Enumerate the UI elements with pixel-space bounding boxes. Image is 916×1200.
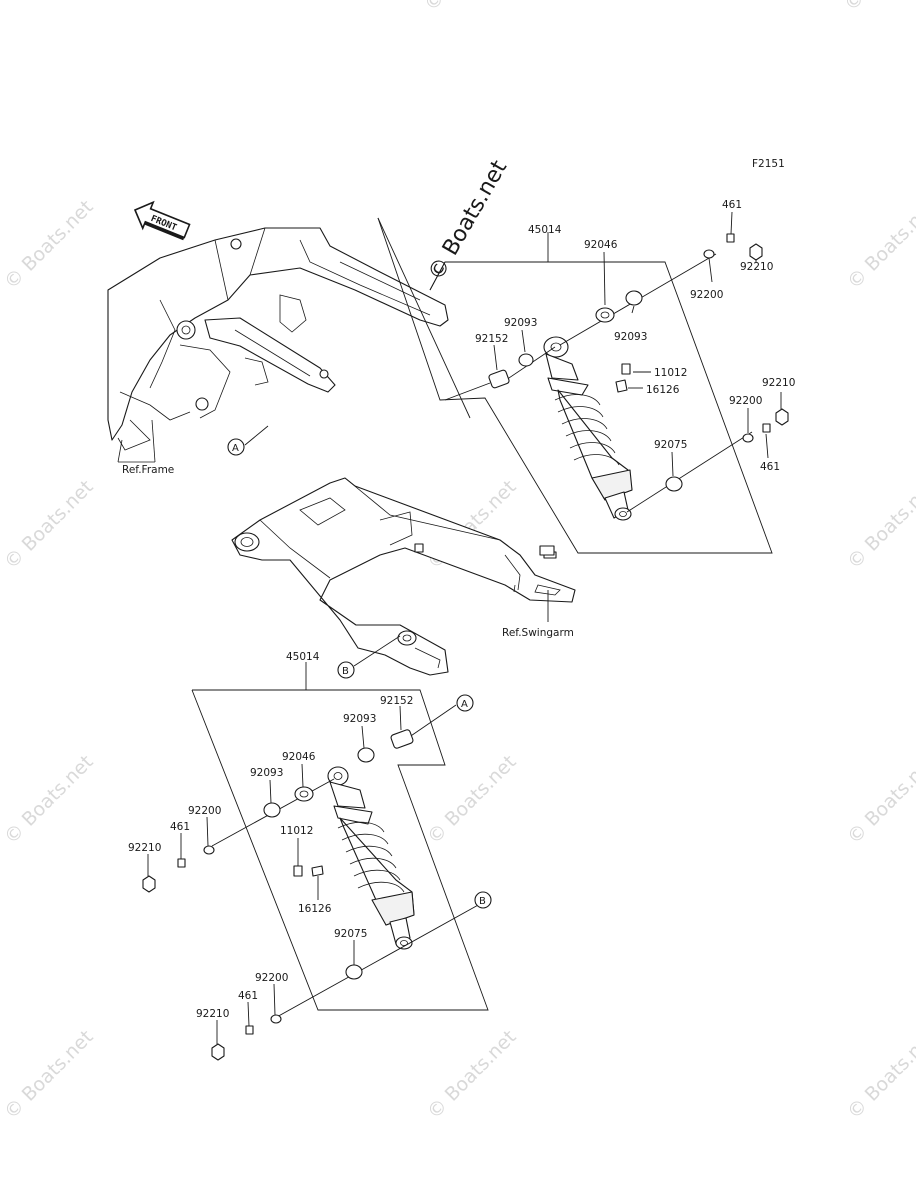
watermark-text: © Boats.net <box>423 1026 521 1124</box>
lower-collar-long-label: 92152 <box>380 695 413 707</box>
lower-callout-b-label: B <box>479 896 486 907</box>
upper-washer-bottom-label: 92200 <box>729 395 762 407</box>
lower-washer-top-label: 92200 <box>188 805 221 817</box>
watermark-text: © Boats.net <box>843 196 916 294</box>
watermark-text: © Boats.net <box>0 196 98 294</box>
watermark-main: © Boats.net <box>424 156 513 285</box>
upper-washer-bottom-part <box>742 433 754 443</box>
upper-collar-left-label: 92093 <box>504 317 537 329</box>
upper-nut-top-part <box>749 243 763 261</box>
swingarm-drawing <box>231 477 576 676</box>
upper-grease-nipple-label: 11012 <box>654 367 687 379</box>
watermark-text: © Boats.net <box>0 751 98 849</box>
lower-nut-small-bottom-part <box>245 1025 254 1035</box>
upper-shock-label: 45014 <box>528 224 562 236</box>
diagram-code: F2151 <box>752 158 785 170</box>
upper-collar-left-part <box>518 353 534 367</box>
upper-cap-label: 16126 <box>646 384 680 396</box>
lower-bushing-bottom-label: 92075 <box>334 928 367 940</box>
lower-collar-left-label: 92093 <box>250 767 283 779</box>
upper-bushing-part <box>595 307 615 323</box>
lower-nut-small-top-label: 461 <box>170 821 190 833</box>
watermark-text: © Boats.net <box>840 0 916 16</box>
ref-frame-label: Ref.Frame <box>122 464 174 476</box>
upper-bushing-label: 92046 <box>584 239 618 251</box>
upper-collar-long-label: 92152 <box>475 333 508 345</box>
lower-grease-nipple-label: 11012 <box>280 825 313 837</box>
upper-nut-top-label: 92210 <box>740 261 773 273</box>
lower-shock-absorber <box>327 766 415 950</box>
watermark-text: © Boats.net <box>423 751 521 849</box>
upper-bolt-part <box>539 545 555 556</box>
lower-bushing-bottom-part <box>345 964 363 980</box>
ref-swingarm-label: Ref.Swingarm <box>502 627 574 639</box>
upper-cap-part <box>615 379 628 393</box>
upper-collar-long-part <box>488 369 510 389</box>
lower-collar-right-label: 92093 <box>343 713 376 725</box>
lower-nut-top-label: 92210 <box>128 842 161 854</box>
lower-collar-long-part <box>390 729 414 749</box>
lower-callout-a-circle <box>456 694 474 712</box>
watermark-text: © Boats.net <box>843 476 916 574</box>
lower-nut-top-part <box>142 875 156 893</box>
upper-nut-small-top-part <box>726 233 735 243</box>
upper-nut-small-bottom-part <box>762 423 771 433</box>
lower-collar-left-part <box>263 802 281 818</box>
front-arrow-icon: FRONT <box>133 200 191 241</box>
lower-cap-label: 16126 <box>298 903 332 915</box>
lower-collar-right-part <box>357 747 375 763</box>
lower-bushing-part <box>294 786 314 802</box>
lower-cap-part <box>311 865 324 877</box>
upper-washer-top-label: 92200 <box>690 289 723 301</box>
upper-nut-bottom-part <box>775 408 789 426</box>
upper-shock-absorber <box>543 336 633 521</box>
lower-shock-label: 45014 <box>286 651 320 663</box>
lower-callout-b-circle <box>474 891 492 909</box>
lower-shock-assembly: A B 45014 92152 92093 <box>128 651 492 1061</box>
watermark-text: © Boats.net <box>420 0 518 16</box>
upper-collar-right-part <box>625 290 643 306</box>
upper-grease-nipple-part <box>621 363 631 375</box>
upper-shock-assembly: 45014 92152 92093 92046 92093 92200 461 … <box>377 199 795 556</box>
upper-nut-small-bottom-label: 461 <box>760 461 780 473</box>
watermark-text: © Boats.net <box>843 751 916 849</box>
lower-nut-small-top-part <box>177 858 186 868</box>
lower-nut-small-bottom-label: 461 <box>238 990 258 1002</box>
upper-nut-bottom-label: 92210 <box>762 377 795 389</box>
lower-grease-nipple-part <box>293 865 303 877</box>
upper-bushing-bottom-label: 92075 <box>654 439 687 451</box>
upper-collar-right-label: 92093 <box>614 331 647 343</box>
watermark-text: © Boats.net <box>0 476 98 574</box>
lower-nut-bottom-label: 92210 <box>196 1008 229 1020</box>
callout-b-label: B <box>342 666 349 677</box>
lower-bushing-label: 92046 <box>282 751 316 763</box>
upper-washer-top-part <box>703 249 715 259</box>
lower-washer-bottom-part <box>270 1014 282 1024</box>
lower-nut-bottom-part <box>211 1043 225 1061</box>
upper-nut-small-top-label: 461 <box>722 199 742 211</box>
frame-drawing <box>107 227 449 463</box>
watermark-text: © Boats.net <box>0 1026 98 1124</box>
callout-b-circle <box>337 661 355 679</box>
lower-callout-a-label: A <box>461 699 468 710</box>
upper-bushing-bottom-part <box>665 476 683 492</box>
lower-washer-top-part <box>203 845 215 855</box>
callout-a-circle <box>227 438 245 456</box>
lower-washer-bottom-label: 92200 <box>255 972 288 984</box>
callout-a-label: A <box>232 443 239 454</box>
watermark-text: © Boats.net <box>843 1026 916 1124</box>
